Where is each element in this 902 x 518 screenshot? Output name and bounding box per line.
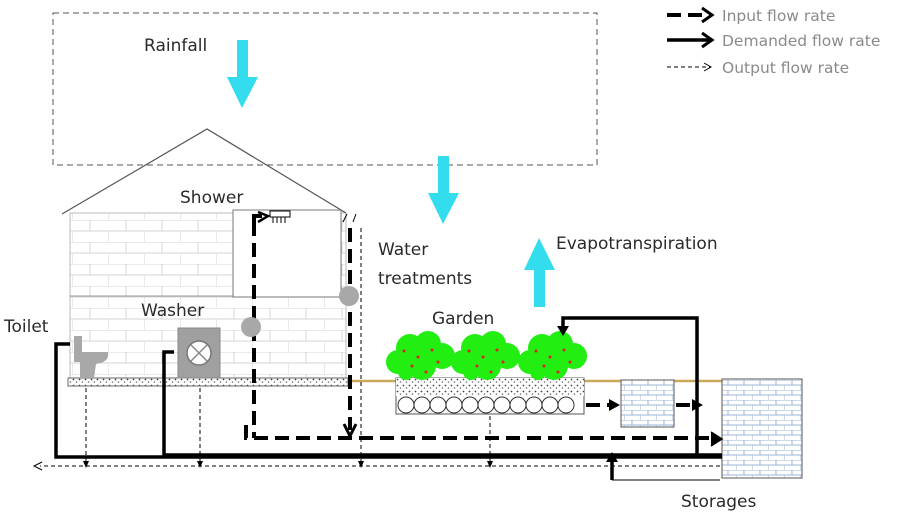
shrub-icon <box>518 331 587 380</box>
legend: Input flow rate Demanded flow rate Outpu… <box>667 6 880 77</box>
output-flows <box>40 228 720 467</box>
arrowhead-icon <box>257 210 271 224</box>
rainfall-arrow-icon <box>227 40 258 108</box>
garden-bed-pipes <box>397 396 575 414</box>
legend-output-label: Output flow rate <box>722 59 849 77</box>
washer-icon <box>177 327 221 379</box>
water-treatments-label-line1: Water <box>378 240 428 260</box>
arrowhead-icon <box>609 399 620 411</box>
shrub-icon <box>451 331 520 380</box>
shower-label: Shower <box>180 188 243 208</box>
garden-bed-gravel <box>396 378 584 396</box>
treatment-node <box>339 286 359 306</box>
arrowhead-icon <box>83 461 89 468</box>
storage-tank-large <box>721 378 803 479</box>
house-roof <box>61 128 347 215</box>
legend-output-flow: Output flow rate <box>667 59 849 77</box>
legend-demanded-label: Demanded flow rate <box>722 32 880 50</box>
rainfall-label: Rainfall <box>144 36 207 56</box>
evapotranspiration-label: Evapotranspiration <box>556 234 718 254</box>
treatment-inlet-mark <box>342 213 357 223</box>
shower-room <box>232 209 342 298</box>
rainfall-arrow-icon <box>428 156 459 224</box>
arrowhead-icon <box>32 461 43 471</box>
legend-demanded-flow: Demanded flow rate <box>667 31 880 50</box>
demanded-flows <box>54 316 722 480</box>
washer-label: Washer <box>141 301 204 321</box>
arrowhead-icon <box>342 423 358 440</box>
shrub-icon <box>386 331 455 380</box>
arrowhead-icon <box>487 461 493 468</box>
arrowhead-icon <box>701 6 715 24</box>
evapotranspiration-arrow-icon <box>524 238 555 307</box>
legend-input-flow: Input flow rate <box>667 6 835 25</box>
shower-head-icon <box>269 210 291 223</box>
garden-label: Garden <box>432 309 494 329</box>
arrowhead-icon <box>197 461 203 468</box>
toilet-icon <box>74 336 109 378</box>
shower-drain-node <box>241 317 261 337</box>
storages-label: Storages <box>681 492 757 512</box>
arrowhead-icon <box>710 431 724 447</box>
storage-tank-small <box>620 379 675 428</box>
arrowhead-icon <box>557 326 569 336</box>
arrowhead-icon <box>703 62 713 72</box>
water-treatments-label-line2: treatments <box>378 269 472 289</box>
legend-input-label: Input flow rate <box>722 7 835 25</box>
arrowhead-icon <box>701 31 715 49</box>
arrowhead-icon <box>606 452 618 462</box>
garden-bed <box>395 377 585 415</box>
rainfall-region <box>52 12 598 166</box>
arrowhead-icon <box>358 461 364 468</box>
toilet-label: Toilet <box>3 317 49 337</box>
house-foundation <box>67 377 349 387</box>
